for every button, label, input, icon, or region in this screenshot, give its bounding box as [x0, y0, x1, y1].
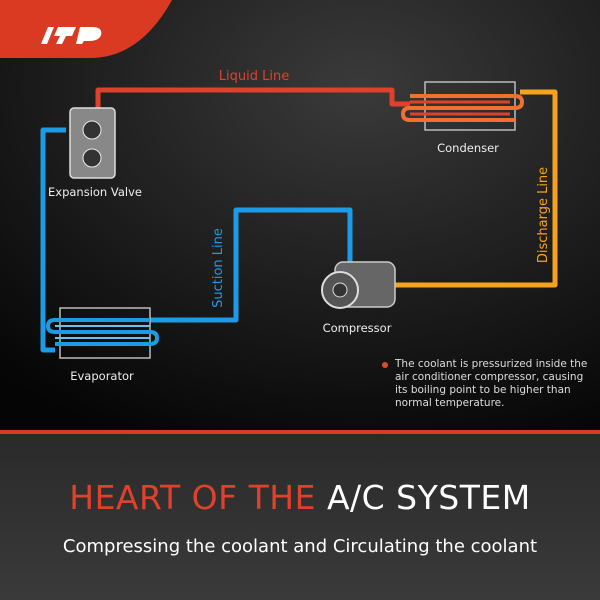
discharge-line-label: Discharge Line	[536, 167, 551, 263]
suction-line-label: Suction Line	[211, 228, 226, 308]
subtitle: Compressing the coolant and Circulating …	[62, 536, 538, 557]
expansion-valve-icon	[69, 107, 116, 179]
compressor-label: Compressor	[323, 321, 392, 335]
headline-part1: HEART OF THE	[69, 478, 327, 517]
condenser-icon	[400, 81, 525, 131]
headline: HEART OF THE A/C SYSTEM	[0, 478, 600, 517]
divider	[0, 430, 600, 434]
note: The coolant is pressurized inside the ai…	[382, 358, 592, 410]
discharge-line	[392, 89, 558, 288]
note-text: The coolant is pressurized inside the ai…	[395, 358, 588, 409]
footer-background	[0, 434, 600, 600]
evaporator-return-line	[40, 127, 66, 353]
bullet-icon	[382, 362, 388, 368]
suction-line	[150, 207, 353, 323]
headline-part2: A/C SYSTEM	[326, 478, 531, 517]
expansion-valve-label: Expansion Valve	[48, 185, 142, 199]
liquid-line-label: Liquid Line	[219, 69, 289, 84]
logo-icon	[41, 27, 102, 44]
compressor-icon	[321, 261, 396, 309]
liquid-line	[95, 87, 410, 110]
evaporator-icon	[45, 307, 160, 359]
evaporator-label: Evaporator	[70, 369, 134, 383]
condenser-label: Condenser	[437, 141, 499, 155]
